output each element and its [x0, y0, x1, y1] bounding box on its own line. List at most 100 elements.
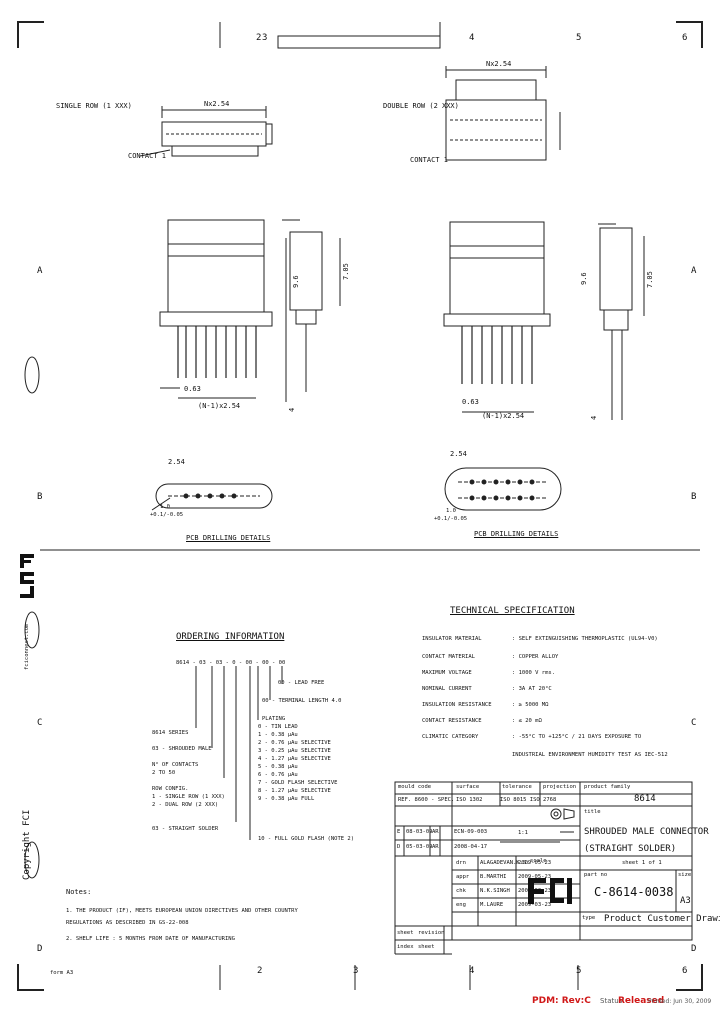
rev-desc: ECN-09-003 — [454, 829, 488, 835]
part-number: C-8614-0038 — [594, 885, 674, 899]
plating-option: 6 - 0.76 μAu — [258, 772, 298, 778]
left-zone-a: A — [37, 266, 43, 276]
right-zone-a: A — [691, 266, 697, 276]
bottom-zone-6: 6 — [682, 966, 688, 976]
sign-role: chk — [456, 888, 466, 894]
sign-date: 2009-03-23 — [518, 902, 552, 908]
sign-name: B.MARTHI — [480, 874, 507, 880]
rev-ecn: AR — [432, 829, 439, 835]
dim-nx254-double: Nx2.54 — [486, 60, 512, 68]
tolerance-label: tolerance — [502, 784, 532, 790]
size-label: size — [678, 872, 692, 878]
dim-254-double: 2.54 — [450, 450, 467, 458]
rev-letter: E — [397, 829, 401, 835]
hole-dim-single: 1.0 — [160, 504, 170, 510]
mould-code-value: REF. 8600 - SPEC. — [398, 797, 455, 803]
hole-tol-single: +0.1/-0.05 — [150, 512, 184, 518]
sign-date: 2009-05-23 — [518, 860, 552, 866]
dim-tail-single: 4 — [288, 407, 296, 412]
type-value: Product Customer Drawing — [604, 914, 720, 924]
bottom-zone-2: 2 — [257, 966, 263, 976]
pcb-drilling-label-double: PCB DRILLING DETAILS — [474, 530, 559, 538]
plating-option: 8 - 1.27 μAu SELECTIVE — [258, 788, 331, 794]
spec-value: : -55°C TO +125°C / 21 DAYS EXPOSURE TO — [512, 734, 642, 740]
sign-role: drn — [456, 860, 466, 866]
ordering-item: 2 TO 50 — [152, 770, 176, 776]
dim-pitch-single: (N-1)x2.54 — [198, 402, 241, 410]
dim-height2-double: 7.05 — [646, 271, 654, 288]
ordering-item: 2 - DUAL ROW (2 XXX) — [152, 802, 219, 808]
sign-date: 2009-03-23 — [518, 888, 552, 894]
contact-1-label-single: CONTACT 1 — [128, 152, 166, 160]
note-item: 1. THE PRODUCT (IF), MEETS EUROPEAN UNIO… — [66, 908, 298, 914]
plating-option: 5 - 0.38 μAu — [258, 764, 298, 770]
ordering-item: 03 - SHROUDED MALE — [152, 746, 212, 752]
spec-label: CLIMATIC CATEGORY — [422, 734, 479, 740]
rev-letter: D — [397, 844, 401, 850]
index-label: index — [397, 944, 414, 950]
rev-date: 05-03-09 — [406, 844, 433, 850]
right-zone-b: B — [691, 492, 697, 502]
dim-height-single: 9.6 — [292, 275, 300, 288]
plating-option: 1 - 0.38 μAu — [258, 732, 298, 738]
plating-option: 2 - 0.76 μAu SELECTIVE — [258, 740, 331, 746]
projection-label: projection — [543, 784, 577, 790]
part-no-label: part no — [584, 872, 608, 878]
scale-label: scale — [530, 858, 547, 864]
rev-desc: 2008-04-17 — [454, 844, 488, 850]
right-zone-c: C — [691, 718, 697, 728]
title-line-2: (STRAIGHT SOLDER) — [584, 844, 677, 854]
right-zone-d: D — [691, 944, 697, 954]
sign-name: ALAGADEVAN.K.S. — [480, 860, 530, 866]
pcb-drilling-label-single: PCB DRILLING DETAILS — [186, 534, 271, 542]
tech-spec-title: TECHNICAL SPECIFICATION — [450, 606, 575, 616]
spec-label: INSULATION RESISTANCE — [422, 702, 492, 708]
bottom-zone-4: 4 — [469, 966, 475, 976]
size-value: A3 — [680, 896, 691, 906]
spec-value: : ≤ 20 mΩ — [512, 718, 542, 724]
sign-role: appr — [456, 874, 470, 880]
bottom-zone-5: 5 — [576, 966, 582, 976]
lead-free-option: 00 - LEAD FREE — [278, 680, 325, 686]
status-prefix: Status: — [600, 997, 625, 1005]
top-zone-6: 6 — [682, 33, 688, 43]
spec-value: : 3A AT 20°C — [512, 686, 552, 692]
double-row-label: DOUBLE ROW (2 XXX) — [383, 102, 459, 110]
spec-label: INSULATOR MATERIAL — [422, 636, 482, 642]
spec-label: CONTACT MATERIAL — [422, 654, 475, 660]
rev-ecn: AR — [432, 844, 439, 850]
product-family-label: product family — [584, 784, 631, 790]
single-row-label: SINGLE ROW (1 XXX) — [56, 102, 132, 110]
dim-254-single: 2.54 — [168, 458, 185, 466]
vertical-copyright: Copyright FCI — [22, 809, 32, 880]
sign-name: N.K.SINGH — [480, 888, 510, 894]
mould-code-label: mould code — [398, 784, 432, 790]
surface-value: ISO 1302 — [456, 797, 483, 803]
spec-label: NOMINAL CURRENT — [422, 686, 472, 692]
note-item: 2. SHELF LIFE : 5 MONTHS FROM DATE OF MA… — [66, 936, 235, 942]
dim-height2-single: 7.05 — [342, 263, 350, 280]
spec-value: INDUSTRIAL ENVIRONMENT HUMIDITY TEST AS … — [512, 752, 668, 758]
top-zone-5: 5 — [576, 33, 582, 43]
dim-tail-double: 4 — [590, 415, 598, 420]
type-label: type — [582, 915, 596, 921]
sheet-count: sheet 1 of 1 — [622, 860, 662, 866]
contact-1-label-double: CONTACT 1 — [410, 156, 448, 164]
spec-label: MAXIMUM VOLTAGE — [422, 670, 472, 676]
surface-label: surface — [456, 784, 480, 790]
top-zone-4: 4 — [469, 33, 475, 43]
plating-title: PLATING — [262, 716, 286, 722]
top-zone-2: 2 — [256, 33, 262, 43]
spec-label: CONTACT RESISTANCE — [422, 718, 482, 724]
ordering-item: 1 - SINGLE ROW (1 XXX) — [152, 794, 225, 800]
sign-date: 2009-05-23 — [518, 874, 552, 880]
scale-value: 1:1 — [518, 830, 528, 836]
bottom-zone-3: 3 — [353, 966, 359, 976]
plating-option: 4 - 1.27 μAu SELECTIVE — [258, 756, 331, 762]
left-zone-b: B — [37, 492, 43, 502]
plating-option: 7 - GOLD FLASH SELECTIVE — [258, 780, 338, 786]
plating-option: 10 - FULL GOLD FLASH (NOTE 2) — [258, 836, 355, 842]
ordering-title: ORDERING INFORMATION — [176, 632, 285, 642]
left-zone-c: C — [37, 718, 43, 728]
